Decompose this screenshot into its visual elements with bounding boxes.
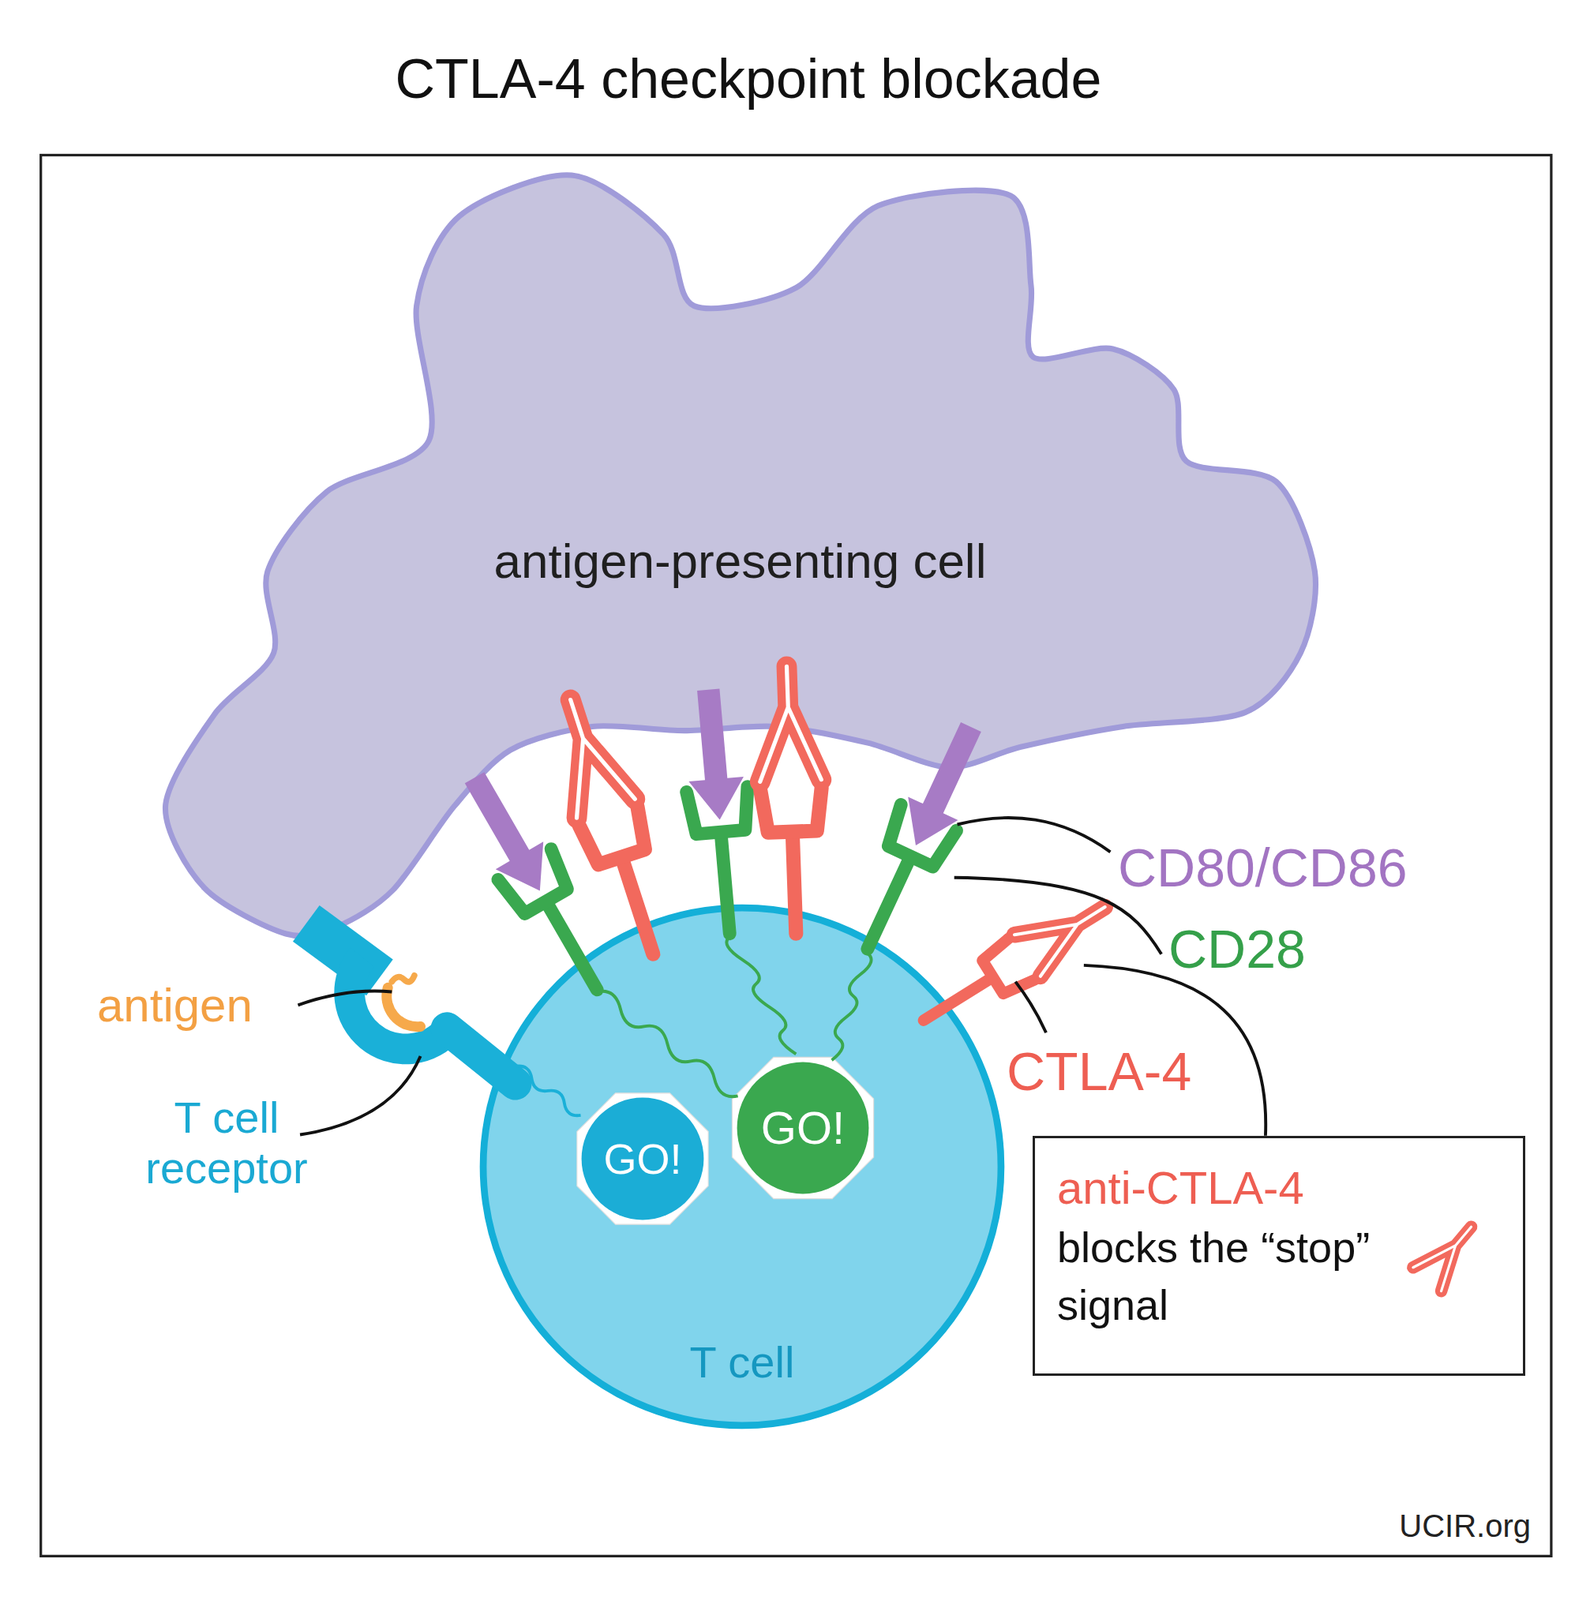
callout-box: anti-CTLA-4blocks the “stop” signal: [1032, 1136, 1526, 1377]
leader-line: [297, 991, 392, 1006]
cd28-receptor: [678, 686, 761, 937]
title: CTLA-4 checkpoint blockade: [0, 47, 1497, 112]
cell-outline: [483, 907, 1002, 1426]
ctla4-receptor: [756, 665, 827, 935]
signal-squiggle: [515, 1066, 582, 1117]
leader-line: [957, 817, 1111, 852]
antigen-presenting-cell: antigen-presenting cell: [163, 168, 1317, 934]
go-signal: GO!: [726, 1051, 880, 1205]
go-signal: GO!: [571, 1087, 714, 1230]
node-label: antigen-presenting cell: [494, 528, 987, 595]
node-body: blocks the “stop” signal: [1057, 1218, 1389, 1335]
receptor-label: CTLA-4: [1006, 1040, 1192, 1103]
signal-squiggle: [726, 937, 796, 1055]
antigen-label: antigen: [97, 978, 253, 1033]
signal-squiggle: [832, 952, 872, 1061]
leader-line: [300, 1056, 421, 1136]
leader-line: [1015, 982, 1047, 1034]
watermark: UCIR.org: [1398, 1507, 1531, 1545]
node-label: GO!: [761, 1097, 845, 1159]
cd28-receptor: [840, 714, 999, 963]
cell-outline: [165, 175, 1317, 937]
signal-disc: [581, 1098, 705, 1221]
node-label: anti-CTLA-4: [1057, 1157, 1305, 1219]
node-label: GO!: [603, 1130, 682, 1189]
node-label: T cell: [690, 1332, 795, 1393]
antibody-icon: [1413, 1215, 1485, 1291]
signal-disc: [737, 1062, 870, 1195]
ctla4-receptor: [910, 886, 1118, 1042]
octagon-outline: [731, 1057, 874, 1199]
antigen-shape: [386, 987, 421, 1027]
receptor-label: CD28: [1168, 918, 1306, 980]
cd28-receptor: [448, 762, 624, 1005]
antigen-peptide: [391, 975, 414, 983]
octagon-outline: [577, 1093, 709, 1225]
ligand-label: CD80/CD86: [1117, 836, 1408, 899]
signal-squiggle: [596, 991, 738, 1098]
ctla4-receptor: [541, 690, 683, 964]
receptor-label: T cell receptor: [120, 1092, 334, 1195]
illustration-group: [41, 154, 1552, 1557]
t-cell: T cell GO! GO!: [476, 901, 1008, 1433]
frame: [41, 154, 1552, 1557]
t-cell-receptor-stem: [446, 1028, 516, 1084]
